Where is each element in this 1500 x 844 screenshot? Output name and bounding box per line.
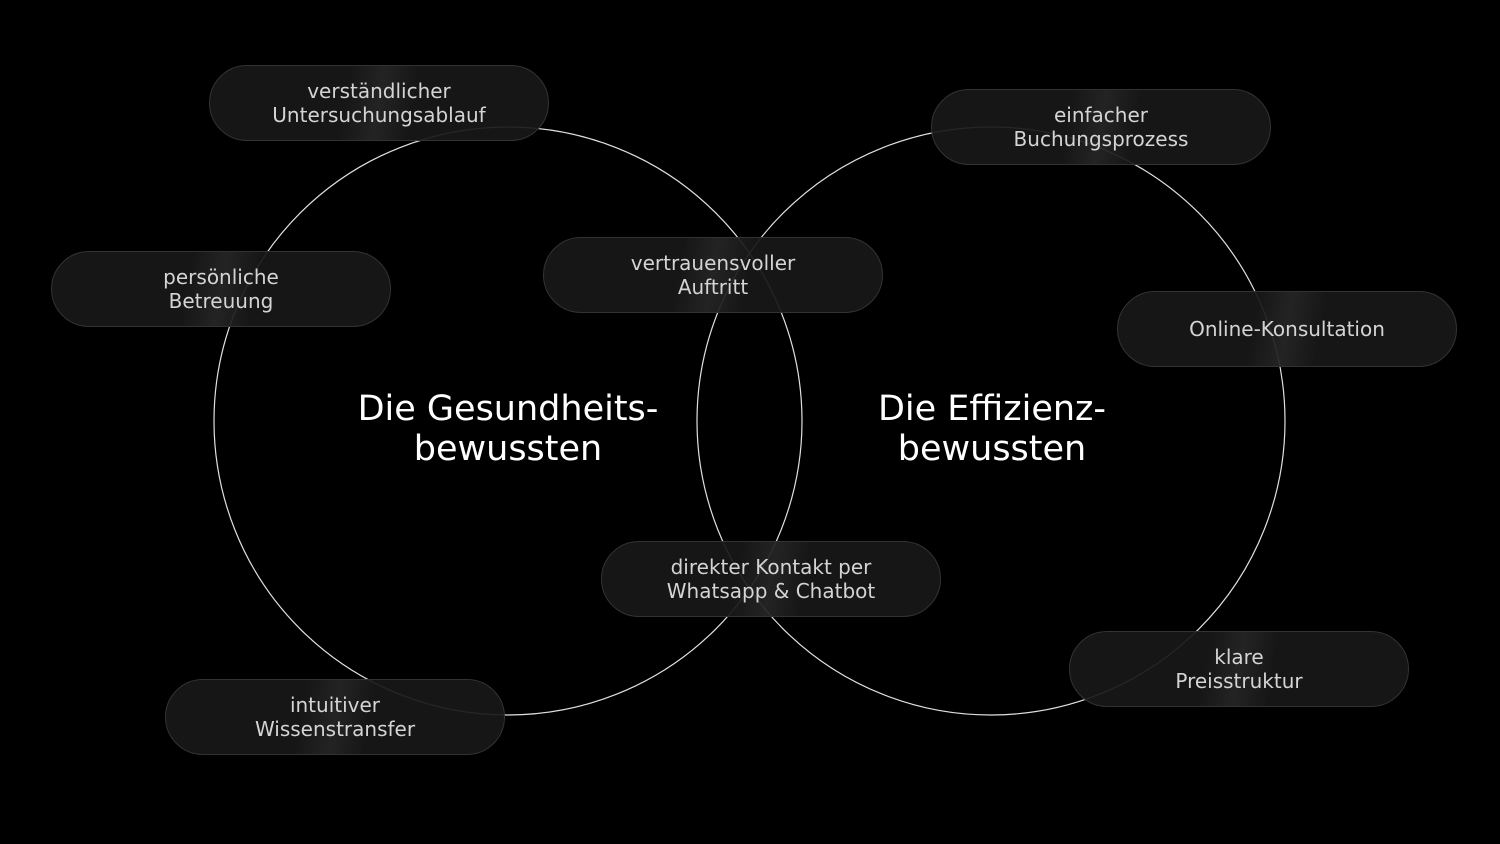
pill-text: Auftritt: [677, 275, 749, 299]
pill-text: direkter Kontakt per: [670, 555, 872, 579]
pill-online-konsultation: Online-Konsultation: [1117, 291, 1457, 367]
pill-text: Online-Konsultation: [1189, 317, 1385, 341]
pill-text: verständlicher: [307, 79, 451, 103]
pill-text: klare: [1214, 645, 1264, 669]
pill-text: einfacher: [1053, 103, 1149, 127]
group-title-efficiency: Die Effizienz- bewussten: [792, 389, 1192, 469]
title-line: bewussten: [413, 429, 603, 469]
pill-text: Whatsapp & Chatbot: [666, 579, 876, 603]
pill-text: Wissenstransfer: [254, 717, 416, 741]
pill-text: Betreuung: [168, 289, 274, 313]
group-title-health: Die Gesundheits- bewussten: [308, 389, 708, 469]
title-line: Die Effizienz-: [877, 389, 1107, 429]
pill-text: Preisstruktur: [1175, 669, 1303, 693]
title-line: bewussten: [897, 429, 1087, 469]
title-line: Die Gesundheits-: [357, 389, 659, 429]
pill-text: Buchungsprozess: [1013, 127, 1189, 151]
pill-text: vertrauensvoller: [630, 251, 796, 275]
pill-text: Untersuchungsablauf: [272, 103, 486, 127]
pill-text: intuitiver: [289, 693, 381, 717]
pill-text: persönliche: [163, 265, 279, 289]
